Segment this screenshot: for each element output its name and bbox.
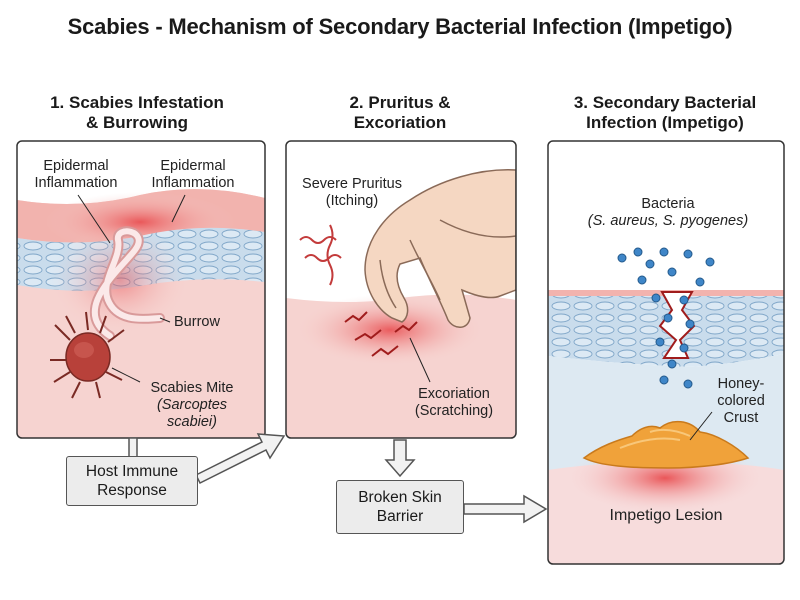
panel-2-heading: 2. Pruritus & Excoriation (280, 93, 520, 133)
panel-1-frame (16, 140, 266, 439)
box-text: Broken Skin (358, 489, 442, 506)
label-epidermal-inflammation-left: Epidermal Inflammation (24, 158, 128, 192)
label-severe-pruritus: Severe Pruritus (Itching) (288, 176, 416, 210)
panel-3-illustration (548, 141, 784, 564)
bacteria-dots (617, 247, 715, 389)
arrow-stem-panel1 (128, 437, 138, 459)
label-text: Excoriation (418, 386, 490, 402)
label-text: Bacteria (641, 196, 695, 212)
label-text: Crust (723, 410, 759, 426)
itch-squiggles (299, 224, 342, 286)
label-honey-crust: Honey- colored Crust (704, 376, 778, 427)
panel-3-heading-line1: 3. Secondary Bacterial (573, 93, 757, 112)
label-text-italic: (Sarcoptes (156, 397, 228, 413)
flow-arrows (128, 433, 548, 524)
label-impetigo-lesion: Impetigo Lesion (609, 507, 723, 524)
scratch-inflammation (295, 294, 485, 366)
label-text: Honey- (717, 376, 765, 392)
panel-1-heading-line1: 1. Scabies Infestation (50, 93, 224, 112)
label-bacteria: Bacteria (S. aureus, S. pyogenes) (556, 196, 780, 230)
label-epidermal-inflammation-right: Epidermal Inflammation (138, 158, 248, 192)
label-burrow: Burrow (174, 314, 220, 330)
panel-2-heading-line2: Excoriation (353, 113, 447, 132)
label-scabies-mite: Scabies Mite (Sarcoptes scabiei) (132, 380, 252, 431)
panel-1-heading: 1. Scabies Infestation & Burrowing (12, 93, 262, 133)
label-text-italic: (S. aureus, S. pyogenes) (587, 213, 749, 229)
broken-skin-barrier-box: Broken Skin Barrier (336, 480, 464, 534)
panel-2-heading-line1: 2. Pruritus & (349, 93, 451, 112)
scratch-marks (344, 311, 418, 357)
panel-3-heading: 3. Secondary Bacterial Infection (Impeti… (540, 93, 790, 133)
arrow-barrier-to-impetigo (463, 494, 548, 524)
panel-3-frame (547, 140, 785, 565)
panel-1-illustration (17, 141, 265, 438)
label-text: Scabies Mite (150, 380, 234, 396)
panel-2-illustration (286, 141, 516, 438)
panel-1-heading-line2: & Burrowing (86, 113, 188, 132)
honey-crust (582, 420, 750, 469)
box-text: Host Immune (85, 463, 179, 480)
label-text: (Scratching) (414, 403, 494, 419)
panel-2-frame (285, 140, 517, 439)
label-text: (Itching) (325, 193, 379, 209)
label-text: Epidermal (160, 158, 226, 174)
label-text: Epidermal (43, 158, 109, 174)
diagram-title: Scabies - Mechanism of Secondary Bacteri… (67, 14, 733, 39)
panel-3-heading-line2: Infection (Impetigo) (586, 113, 744, 132)
label-excoriation: Excoriation (Scratching) (398, 386, 510, 420)
label-text: colored (717, 393, 765, 409)
scratching-hand (364, 169, 516, 328)
host-immune-response-box: Host Immune Response (66, 456, 198, 506)
label-text: Inflammation (151, 175, 235, 191)
box-text: Response (97, 482, 167, 499)
label-text: Inflammation (34, 175, 118, 191)
arrow-excoriation-to-barrier (384, 439, 416, 478)
box-text: Barrier (376, 508, 424, 525)
label-text-italic: scabiei) (167, 414, 217, 430)
label-text: Severe Pruritus (302, 176, 402, 192)
scabies-mite (50, 311, 125, 399)
arrow-immune-to-pruritus (194, 433, 286, 485)
